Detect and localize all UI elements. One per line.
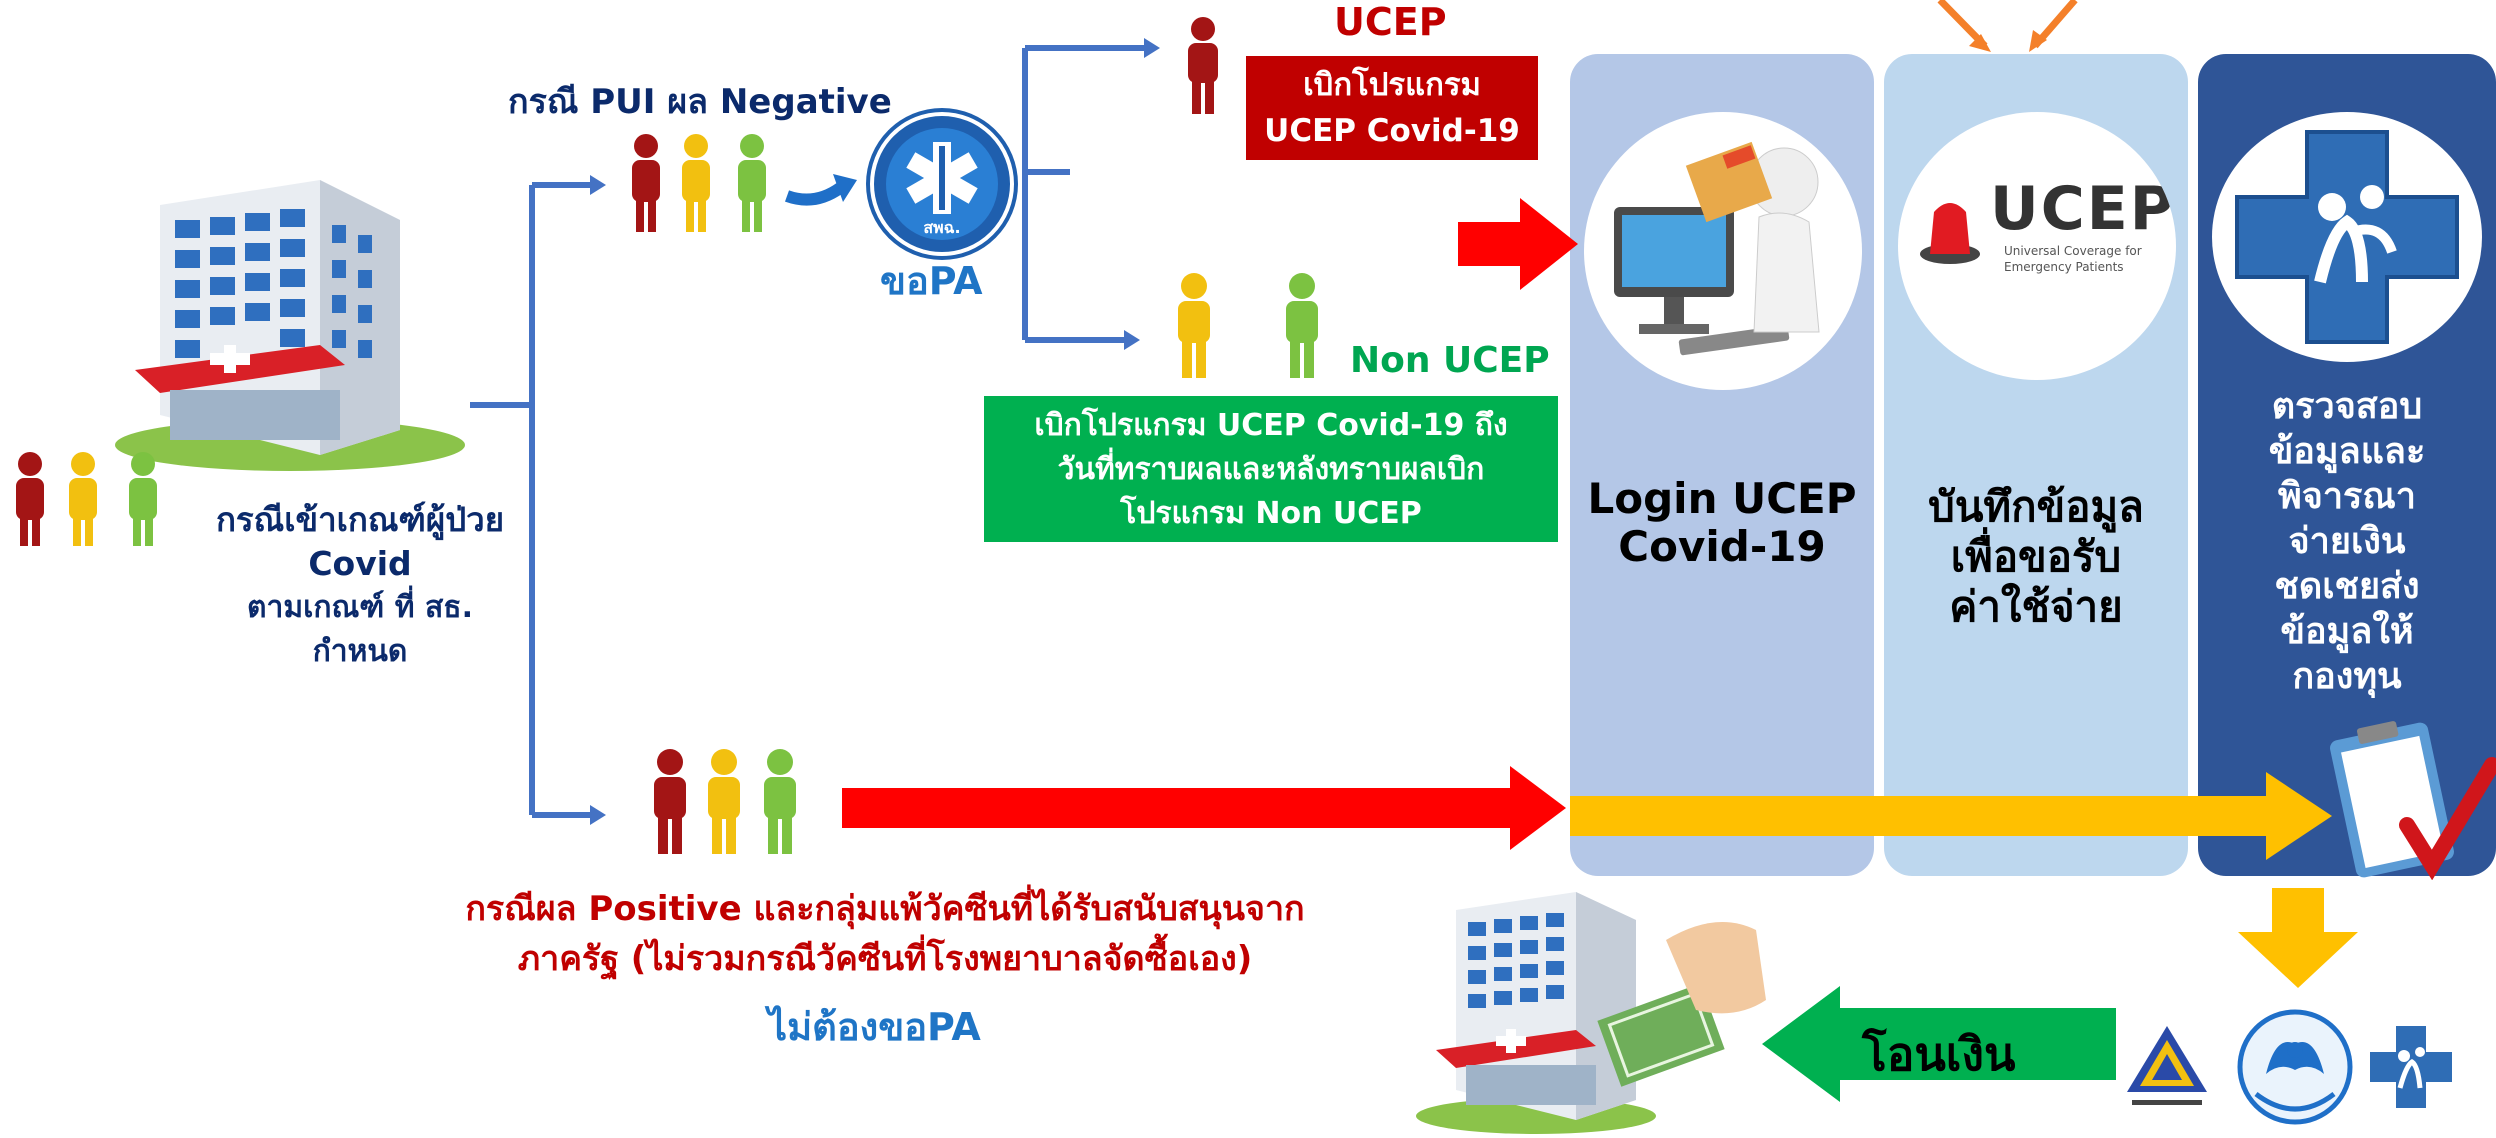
verify-line3: พิจารณา: [2278, 476, 2416, 517]
comptroller-general-logo-icon: [2237, 1009, 2353, 1125]
login-line1: Login UCEP: [1587, 474, 1857, 523]
non-ucep-box-line3: โปรแกรม Non UCEP: [1120, 496, 1422, 531]
verify-line5: ชดเชยส่ง: [2274, 566, 2420, 607]
ucep-logo-sub2: Emergency Patients: [2004, 260, 2124, 274]
verify-line6: ข้อมูลให้: [2280, 611, 2414, 652]
ucep-logo: UCEP Universal Coverage for Emergency Pa…: [1898, 112, 2176, 380]
yellow-down-arrow: [2238, 888, 2358, 988]
green-transfer-arrow: [1762, 986, 2116, 1102]
health-cross-icon: [2235, 130, 2459, 344]
verify-line4: จ่ายเงิน: [2288, 521, 2406, 562]
verify-line7: กองทุน: [2292, 656, 2402, 697]
nhso-logo: [2212, 112, 2482, 362]
non-ucep-box: เบิกโปรแกรม UCEP Covid-19 ถึง วันที่ทราบ…: [984, 396, 1558, 542]
non-ucep-box-line1: เบิกโปรแกรม UCEP Covid-19 ถึง: [1034, 408, 1508, 443]
yellow-long-arrow: [1570, 772, 2332, 860]
verify-line2: ข้อมูลและ: [2268, 431, 2426, 472]
nhso-small-logo-icon: [2370, 1026, 2452, 1108]
left-case-line3: ตามเกณฑ์ ที่ สธ.: [247, 590, 473, 625]
left-case-line2: Covid: [308, 544, 412, 583]
pa-request-label: ขอPA: [880, 259, 983, 303]
ucep-box: เบิกโปรแกรม UCEP Covid-19: [1246, 56, 1538, 160]
non-ucep-box-line2: วันที่ทราบผลและหลังทราบผลเบิก: [1057, 452, 1485, 487]
computer-user-icon: [1614, 141, 1820, 356]
hospital-payment-icon: [1416, 892, 1766, 1134]
patients-three-icon: [16, 452, 157, 546]
red-arrow-to-login: [1458, 198, 1578, 290]
verify-line1: ตรวจสอบ: [2271, 386, 2423, 427]
login-line2: Covid-19: [1618, 522, 1826, 571]
niems-logo: สพฉ.: [866, 108, 1018, 260]
no-pa-label: ไม่ต้องขอPA: [768, 1005, 981, 1049]
positive-case-text: กรณีผล Positive และกลุ่มแพ้วัคซีนที่ได้ร…: [380, 884, 1390, 984]
branch-connectors: [470, 38, 1160, 825]
record-line3: ค่าใช้จ่าย: [1949, 582, 2123, 631]
ucep-box-line2: UCEP Covid-19: [1264, 113, 1520, 149]
star-of-life-icon: [870, 112, 1014, 256]
hospital-building-icon: [115, 180, 465, 471]
ucep-label: UCEP: [1334, 0, 1447, 44]
left-case-line1: กรณีเข้าเกณฑ์ผู้ป่วย: [215, 500, 505, 539]
niems-logo-text: สพฉ.: [923, 218, 961, 237]
non-ucep-patients-icon: [1178, 273, 1318, 378]
siren-icon: [1920, 203, 1980, 264]
transfer-label: โอนเงิน: [1862, 1027, 2016, 1081]
red-long-arrow: [842, 766, 1566, 850]
left-case-line4: กำหนด: [312, 634, 408, 669]
ucep-logo-text: UCEP: [1990, 174, 2176, 244]
sso-logo-icon: [2127, 1026, 2207, 1105]
ucep-patient-icon: [1188, 17, 1218, 114]
record-line2: เพื่อขอรับ: [1950, 532, 2122, 581]
login-illustration: [1584, 112, 1862, 390]
record-line1: บันทึกข้อมูล: [1928, 482, 2144, 531]
ucep-logo-sub1: Universal Coverage for: [2004, 244, 2142, 258]
non-ucep-label: Non UCEP: [1350, 340, 1550, 381]
left-case-text: กรณีเข้าเกณฑ์ผู้ป่วย Covid ตามเกณฑ์ ที่ …: [180, 498, 540, 674]
positive-patients-icon: [654, 749, 796, 854]
orange-arrows-icon: [1937, 0, 2078, 52]
curved-arrow-icon: [785, 174, 857, 206]
clipboard-check-icon: [2330, 721, 2496, 880]
verify-text: ตรวจสอบ ข้อมูลและ พิจารณา จ่ายเงิน ชดเชย…: [2198, 384, 2496, 699]
pui-patients-icon: [632, 134, 766, 232]
ucep-box-line1: เบิกโปรแกรม: [1303, 67, 1481, 103]
pui-title: กรณี PUI ผล Negative: [508, 82, 892, 122]
positive-line2: ภาครัฐ (ไม่รวมกรณีวัคซีนที่โรงพยาบาลจัดซ…: [517, 939, 1253, 979]
positive-line1: กรณีผล Positive และกลุ่มแพ้วัคซีนที่ได้ร…: [465, 889, 1305, 929]
